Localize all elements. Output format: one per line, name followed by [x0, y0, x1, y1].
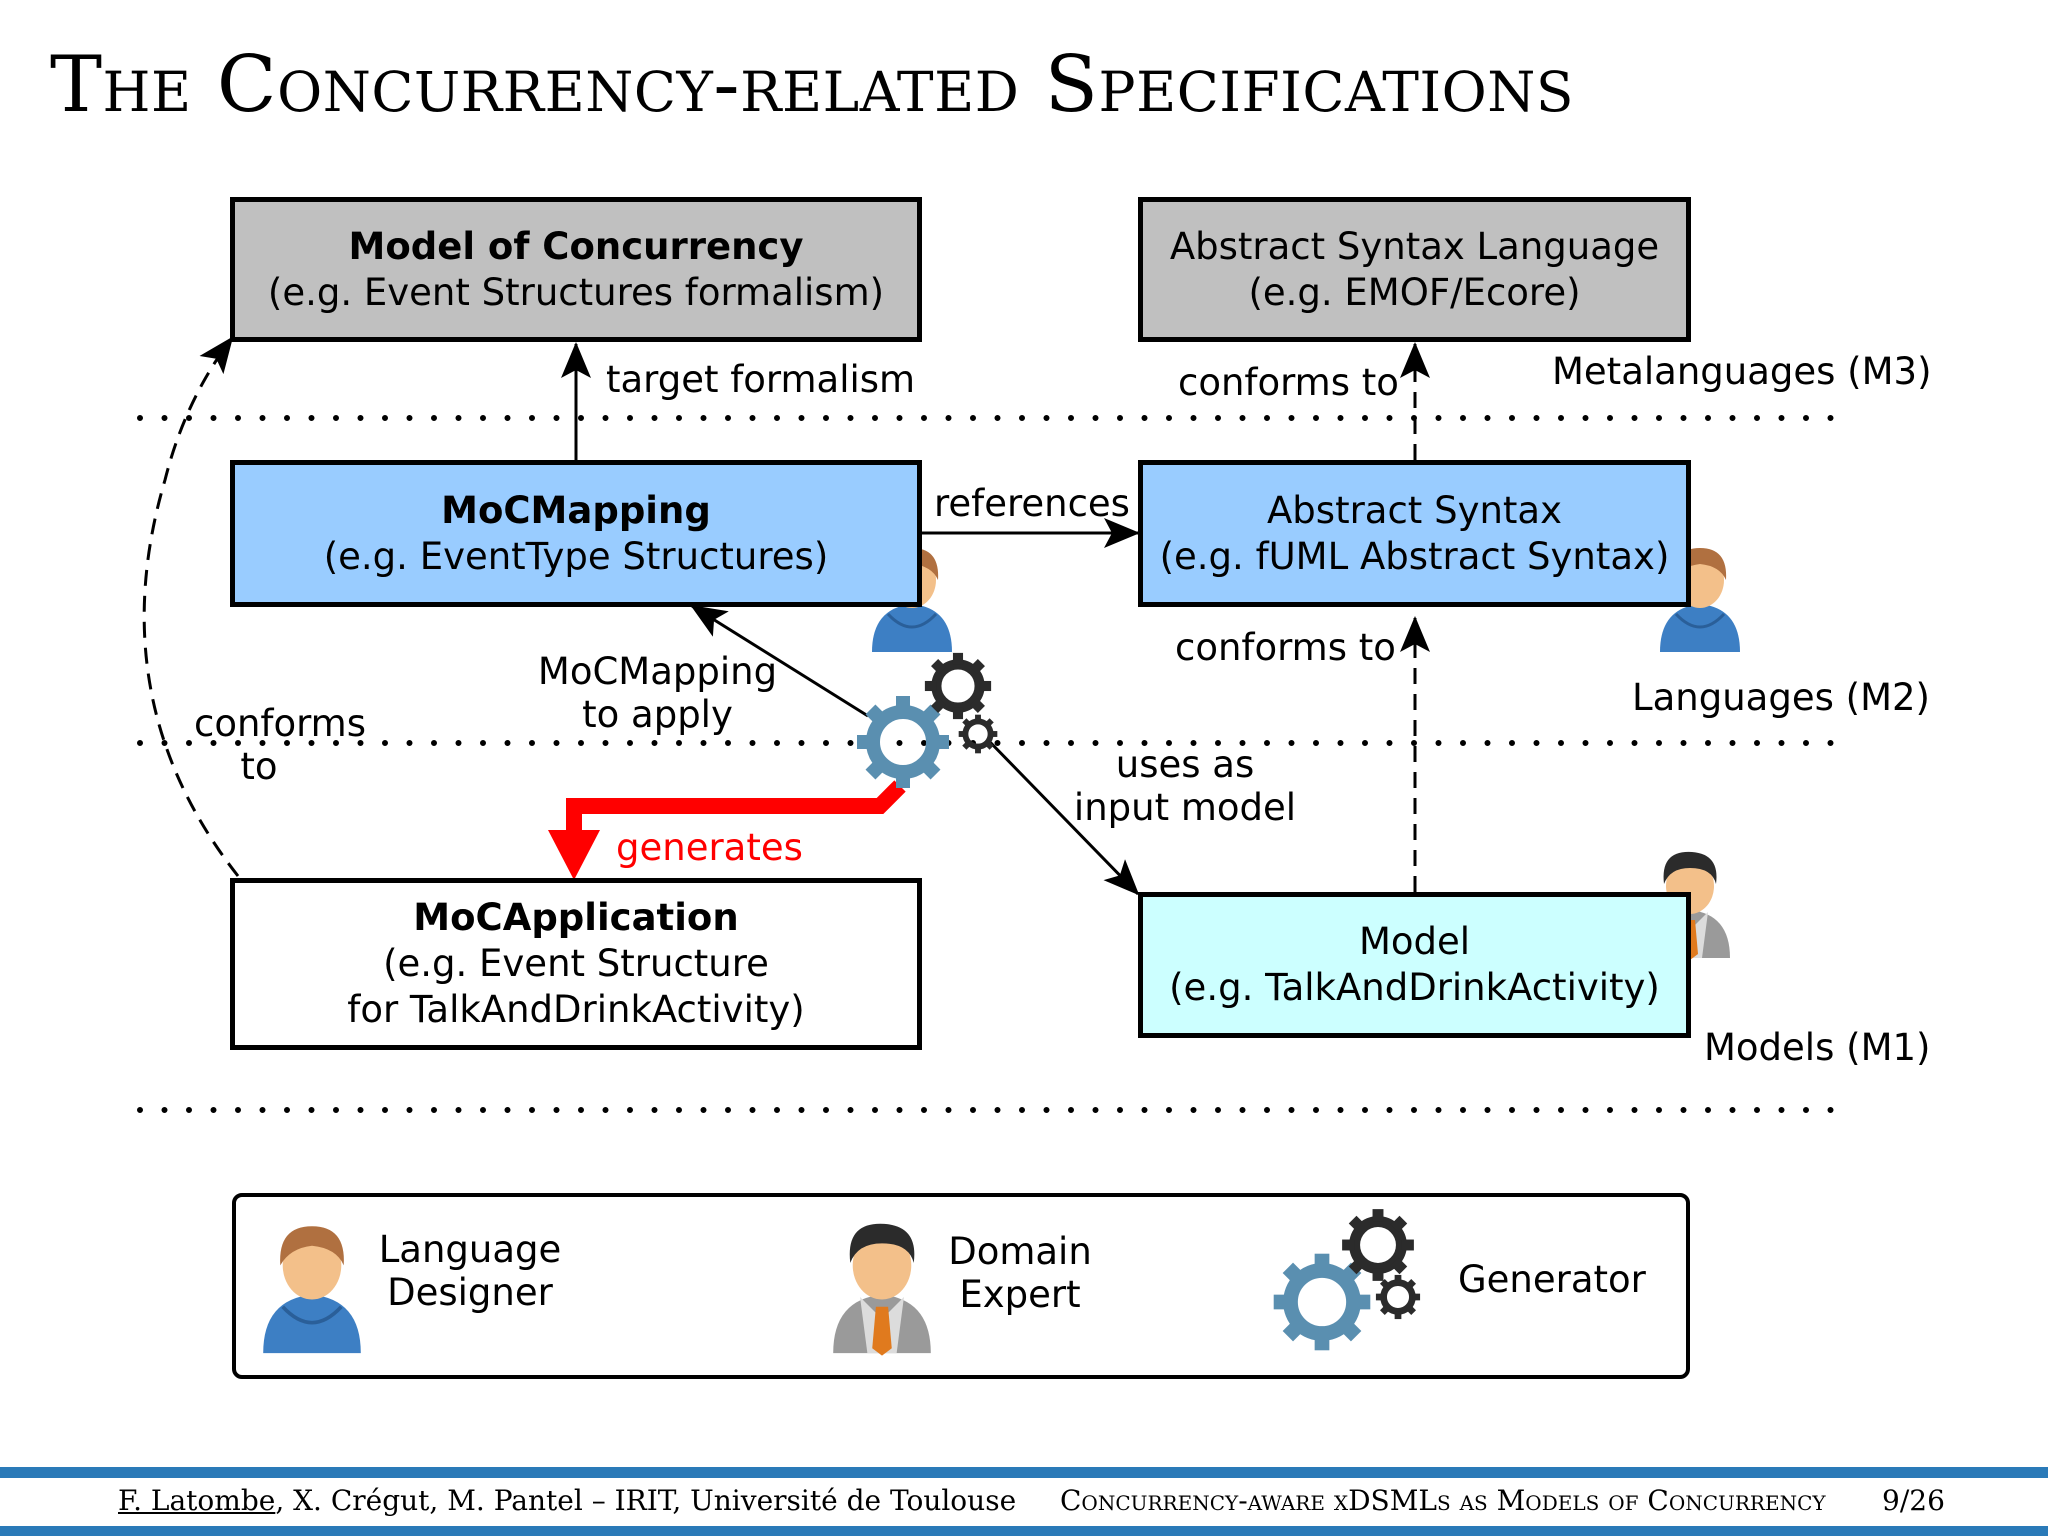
- level-label-m2: Languages (M2): [1632, 676, 1930, 719]
- label-line: uses as: [1115, 743, 1255, 786]
- footer-top-rule: [0, 1467, 2048, 1478]
- box-example: (e.g. EMOF/Ecore): [1248, 270, 1581, 314]
- label-mocmapping-to-apply: MoCMapping to apply: [530, 650, 785, 736]
- footer-bottom-rule: [0, 1526, 2048, 1536]
- label-conforms-to-m3: conforms to: [1178, 361, 1399, 404]
- legend-language-designer-icon: [261, 1224, 363, 1355]
- label-line: to: [240, 745, 278, 788]
- label-line: Language: [378, 1228, 562, 1271]
- page-title: The Concurrency-related Specifications: [50, 40, 1575, 130]
- box-example: (e.g. fUML Abstract Syntax): [1159, 534, 1670, 578]
- box-title: MoCMapping: [441, 488, 711, 532]
- box-example: (e.g. Event Structure: [383, 942, 769, 985]
- arrow-uses-as-input-model: [986, 738, 1140, 896]
- level-label-m1: Models (M1): [1704, 1026, 1931, 1069]
- footer-authors-rest: , X. Crégut, M. Pantel – IRIT, Universit…: [275, 1484, 1017, 1517]
- label-line: to apply: [582, 693, 733, 736]
- label-line: input model: [1073, 786, 1297, 829]
- box-mocapplication: MoCApplication (e.g. Event Structure for…: [230, 878, 922, 1050]
- box-title: Abstract Syntax: [1267, 488, 1562, 532]
- box-title: Model of Concurrency: [348, 224, 804, 268]
- box-abstract-syntax: Abstract Syntax (e.g. fUML Abstract Synt…: [1138, 460, 1691, 607]
- legend-generator-icon: [1274, 1209, 1420, 1350]
- box-title: MoCApplication: [413, 896, 739, 939]
- arrow-conforms-to-left: [142, 336, 240, 877]
- footer-author-first: F. Latombe: [118, 1484, 276, 1517]
- label-conforms-to-m2: conforms to: [1175, 626, 1396, 669]
- footer-talk-title: Concurrency-aware xDSMLs as Models of Co…: [1060, 1484, 1826, 1517]
- box-model-of-concurrency: Model of Concurrency (e.g. Event Structu…: [230, 197, 922, 342]
- box-mocmapping: MoCMapping (e.g. EventType Structures): [230, 460, 922, 607]
- arrow-generates: [566, 780, 906, 834]
- label-line: MoCMapping: [537, 650, 778, 693]
- arrow-mocmapping-to-apply: [690, 604, 869, 718]
- legend-label-generator: Generator: [1458, 1258, 1646, 1301]
- box-example: (e.g. Event Structures formalism): [267, 270, 885, 314]
- box-model: Model (e.g. TalkAndDrinkActivity): [1138, 892, 1691, 1038]
- level-label-m3: Metalanguages (M3): [1552, 350, 1932, 393]
- label-conforms-left: conforms to: [180, 702, 380, 788]
- legend-domain-expert-icon: [833, 1223, 931, 1356]
- footer-authors: F. Latombe, X. Crégut, M. Pantel – IRIT,…: [118, 1484, 1016, 1518]
- box-title: Abstract Syntax Language: [1169, 224, 1660, 268]
- label-references: references: [934, 482, 1130, 525]
- box-abstract-syntax-language: Abstract Syntax Language (e.g. EMOF/Ecor…: [1138, 197, 1691, 342]
- label-target-formalism: target formalism: [606, 358, 916, 401]
- arrow-generates-head: [548, 830, 600, 880]
- box-example-line2: for TalkAndDrinkActivity): [347, 988, 805, 1031]
- footer-page-number: 9/26: [1882, 1484, 1945, 1517]
- box-title: Model: [1358, 920, 1471, 963]
- label-uses-as-input-model: uses as input model: [1060, 743, 1310, 829]
- legend-box: [232, 1193, 1690, 1379]
- label-line: Domain: [948, 1230, 1092, 1273]
- footer: [0, 1468, 2048, 1536]
- label-generates: generates: [616, 826, 803, 869]
- legend-label-language-designer: Language Designer: [365, 1228, 575, 1314]
- legend-label-domain-expert: Domain Expert: [935, 1230, 1105, 1316]
- box-example: (e.g. TalkAndDrinkActivity): [1169, 966, 1660, 1009]
- label-line: conforms: [194, 702, 366, 745]
- label-line: Expert: [959, 1273, 1081, 1316]
- label-line: Designer: [387, 1271, 553, 1314]
- box-example: (e.g. EventType Structures): [323, 534, 829, 578]
